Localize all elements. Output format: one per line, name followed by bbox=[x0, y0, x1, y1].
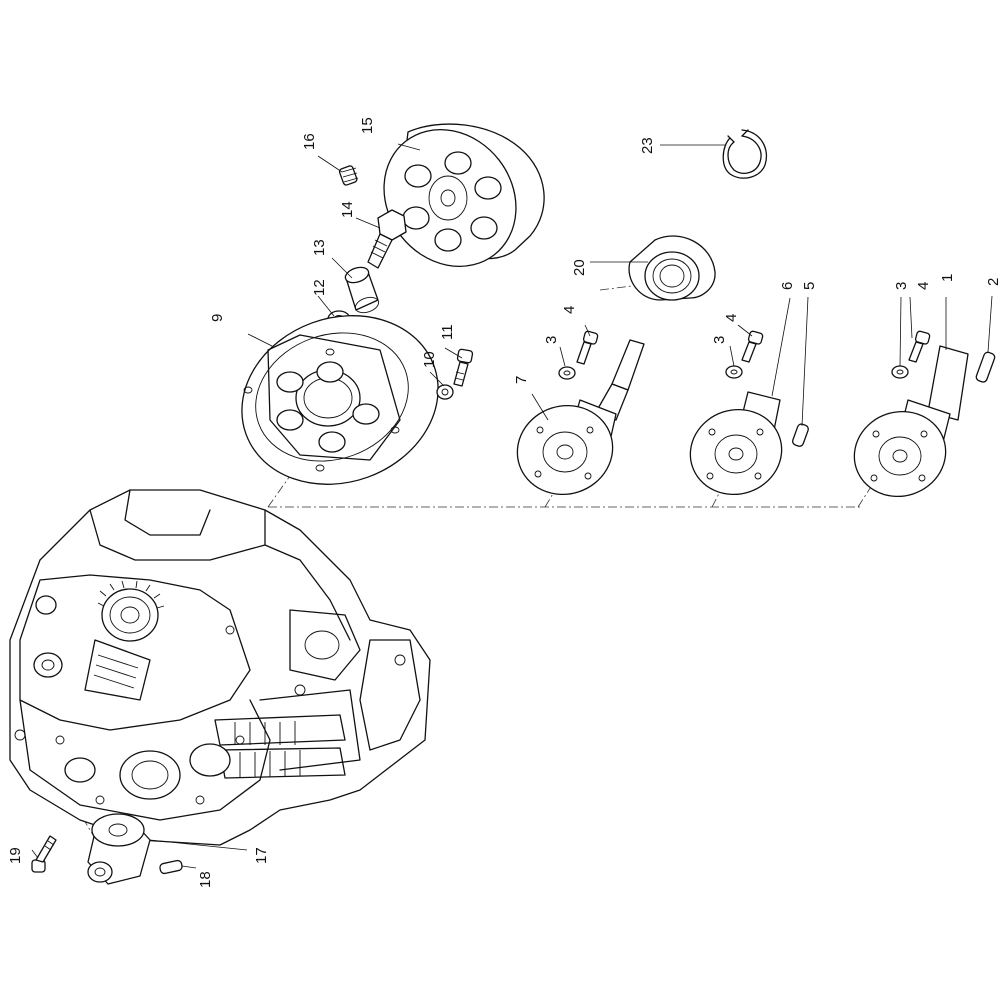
part-15-coupling-disc bbox=[383, 123, 545, 268]
part-3-washer-c bbox=[891, 365, 909, 379]
callout-5: 5 bbox=[801, 282, 818, 290]
part-23-circlip bbox=[722, 129, 767, 179]
callout-15: 15 bbox=[359, 117, 376, 134]
part-10-washer bbox=[436, 384, 454, 400]
part-7-tapered-shaft bbox=[516, 339, 645, 496]
callout-6: 6 bbox=[779, 282, 796, 290]
part-13-sleeve bbox=[344, 266, 380, 314]
part-14-bolt bbox=[367, 209, 407, 269]
part-3-washer-b bbox=[725, 365, 743, 379]
callout-23: 23 bbox=[639, 137, 656, 154]
callout-4: 4 bbox=[561, 306, 578, 314]
callout-3: 3 bbox=[893, 282, 910, 290]
callout-10: 10 bbox=[421, 351, 438, 368]
part-3-washer-a bbox=[558, 366, 576, 380]
part-18-key bbox=[159, 859, 183, 875]
callout-2: 2 bbox=[985, 278, 1000, 286]
callout-12: 12 bbox=[311, 279, 328, 296]
callout-1: 1 bbox=[939, 274, 956, 282]
part-17-output-flange bbox=[87, 813, 151, 885]
leader-lines bbox=[31, 143, 993, 869]
callout-4: 4 bbox=[915, 282, 932, 290]
part-6-shaft bbox=[689, 391, 783, 496]
part-4-screw-b bbox=[741, 330, 764, 363]
part-4-screw-a bbox=[576, 330, 599, 365]
callout-14: 14 bbox=[339, 201, 356, 218]
part-11-cap-screw bbox=[453, 348, 474, 387]
part-4-screw-c bbox=[908, 330, 931, 363]
callout-17: 17 bbox=[253, 847, 270, 864]
callout-3: 3 bbox=[711, 336, 728, 344]
callout-11: 11 bbox=[439, 324, 456, 340]
callout-19: 19 bbox=[7, 847, 24, 864]
callout-13: 13 bbox=[311, 239, 328, 256]
part-2-key bbox=[975, 351, 996, 383]
callout-9: 9 bbox=[209, 314, 226, 322]
callout-20: 20 bbox=[571, 259, 588, 276]
part-9-flywheel-plate bbox=[241, 315, 439, 485]
part-20-bearing bbox=[628, 235, 716, 301]
part-19-bolt bbox=[31, 835, 57, 873]
part-5-key bbox=[792, 423, 809, 447]
callout-4: 4 bbox=[723, 314, 740, 322]
callout-3: 3 bbox=[543, 336, 560, 344]
gearbox-housing bbox=[9, 489, 431, 846]
part-1-shaft bbox=[853, 345, 969, 498]
callout-7: 7 bbox=[513, 376, 530, 384]
callout-labels: 1 2 3 4 3 4 3 4 5 6 7 9 10 11 12 13 14 1… bbox=[7, 117, 1000, 888]
part-16-set-screw bbox=[338, 165, 359, 186]
callout-16: 16 bbox=[301, 133, 318, 150]
callout-18: 18 bbox=[197, 871, 214, 888]
